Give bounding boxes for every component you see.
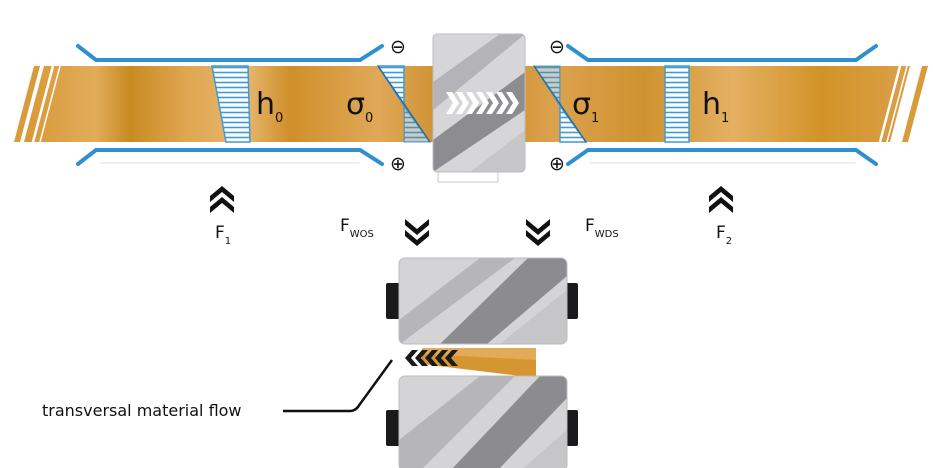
stress-profile-sigma1: [532, 65, 588, 143]
stress-profile-sigma0: [376, 65, 432, 143]
upper-work-roll: [386, 257, 578, 345]
minus-sign-right: ⊖: [549, 36, 565, 58]
label-h0: h0: [256, 87, 283, 126]
label-h1: h1: [702, 87, 729, 126]
label-fwos: FWOS: [340, 216, 374, 240]
label-f2: F2: [716, 223, 732, 247]
lower-work-roll: [386, 375, 578, 468]
plus-sign-left: ⊕: [390, 153, 406, 175]
label-sigma0: σ0: [346, 87, 373, 126]
label-fwds: FWDS: [585, 216, 619, 240]
thickness-profile-h1: [664, 65, 690, 143]
force-arrow-f1: [210, 186, 234, 213]
thickness-profile-h0: [211, 65, 251, 143]
rolling-direction-arrows: [446, 92, 519, 114]
plus-sign-right: ⊕: [549, 153, 565, 175]
force-arrow-fwos: [405, 219, 429, 246]
strip-guides: [76, 44, 878, 166]
transversal-flow-arrows: [405, 350, 458, 366]
label-f1: F1: [215, 223, 231, 247]
strip-side-view: [422, 348, 536, 378]
force-arrow-fwds: [526, 219, 550, 246]
force-arrow-f2: [709, 186, 733, 213]
label-sigma1: σ1: [572, 87, 599, 126]
roll-top-view: [432, 33, 526, 183]
minus-sign-left: ⊖: [390, 36, 406, 58]
caption-leader-line: [283, 359, 394, 413]
caption-transversal-material-flow: transversal material flow: [42, 401, 242, 420]
